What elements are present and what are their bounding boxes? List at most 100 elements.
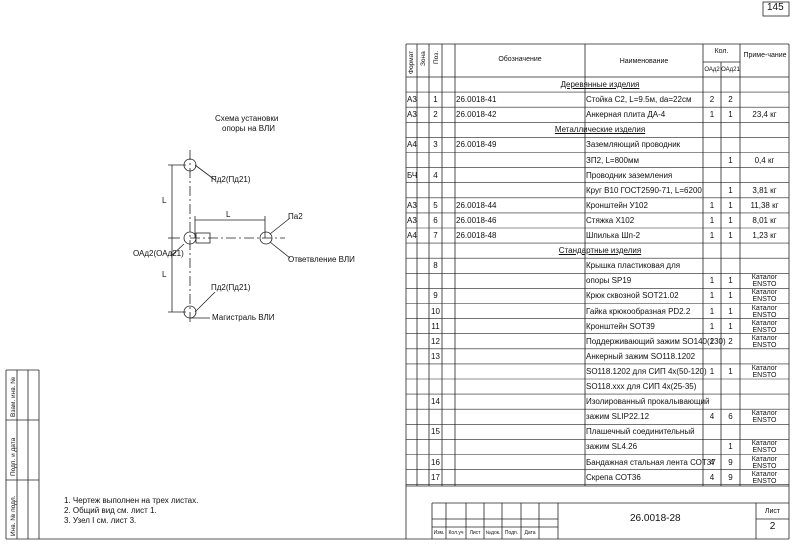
section-heading: Деревянные изделия	[560, 80, 640, 89]
cell-pos: 4	[433, 170, 438, 180]
header-note: Приме-чание	[743, 52, 787, 59]
cell-name: зажим SL4.26	[586, 442, 638, 452]
cell-qty-a: 2	[709, 336, 715, 346]
cell-qty-a: 1	[709, 110, 715, 120]
note-3: 3. Узел I см. лист 3.	[64, 516, 137, 525]
cell-note: Каталог ENSTO	[751, 304, 778, 319]
cell-format: A3	[407, 215, 417, 225]
cell-qty-a: 1	[709, 291, 715, 301]
cell-format: A3	[407, 110, 417, 120]
cell-qty-b: 1	[728, 200, 733, 210]
tb-col-list: Лист	[469, 530, 481, 536]
cell-pos: 16	[431, 457, 440, 467]
cell-name: Крышка пластиковая для	[586, 261, 681, 271]
cell-note: 8,01 кг	[752, 215, 777, 225]
section-heading: Металлические изделия	[554, 125, 646, 135]
tb-col-doc: №док.	[485, 530, 501, 536]
cell-pos: 9	[433, 291, 438, 301]
cell-note: 3,81 кг	[752, 185, 777, 195]
header-zone: Зона	[420, 51, 427, 66]
label-l-vertical-top: L	[162, 196, 167, 205]
cell-pos: 1	[433, 95, 438, 105]
cell-pos: 6	[433, 215, 438, 225]
cell-qty-b: 1	[728, 215, 733, 225]
cell-designation: 26.0018-44	[456, 200, 497, 210]
cell-pos: 8	[433, 261, 438, 271]
cell-note: Каталог ENSTO	[751, 364, 778, 379]
label-branch: Ответвление ВЛИ	[288, 255, 355, 264]
cell-qty-b: 1	[728, 185, 733, 195]
cell-qty-a: 4	[709, 412, 715, 422]
header-qty-a: ОАд2	[704, 67, 720, 73]
cell-name: Бандажная стальная лента СОТ37	[586, 457, 716, 467]
cell-name: ЗП2, L=800мм	[586, 155, 639, 165]
header-qty: Кол.	[714, 48, 729, 55]
stamp-replace-inv: Взам. инв. №	[10, 376, 17, 417]
cell-format: A4	[407, 231, 417, 240]
cell-name: SO118.1202 для СИП 4х(50-120)	[586, 366, 707, 376]
cell-format: A3	[407, 95, 417, 105]
cell-note: Каталог ENSTO	[751, 410, 778, 425]
schema-title-line1: Схема установки	[215, 114, 279, 123]
tb-col-kol: Кол.уч	[448, 530, 464, 536]
cell-qty-b: 1	[728, 366, 733, 376]
cell-pos: 10	[431, 306, 440, 316]
cell-name: Анкерная плита ДА-4	[586, 110, 666, 120]
cell-qty-a: 4	[709, 457, 715, 467]
cell-qty-a: 1	[709, 231, 715, 240]
cell-qty-b: 1	[728, 276, 733, 286]
cell-note: 11,38 кг	[750, 200, 779, 210]
header-designation: Обозначение	[498, 56, 542, 63]
cell-qty-b: 1	[728, 155, 733, 165]
label-mainline: Магистраль ВЛИ	[212, 313, 275, 322]
cell-name: Анкерный зажим SO118.1202	[586, 351, 696, 361]
cell-note: Каталог ENSTO	[751, 289, 778, 304]
cell-qty-b: 1	[728, 231, 733, 240]
note-1: 1. Чертеж выполнен на трех листах.	[64, 496, 199, 505]
header-qty-b: ОАд21	[721, 67, 740, 73]
cell-qty-b: 6	[728, 412, 733, 422]
label-pd-bottom: Пд2(Пд21)	[211, 283, 251, 292]
cell-name: Крюк сквозной SOT21.02	[586, 291, 679, 301]
cell-name: Стойка С2, L=9.5м, da=22см	[586, 95, 692, 105]
cell-note: Каталог ENSTO	[751, 470, 778, 485]
sheet-number: 2	[769, 521, 776, 532]
cell-name: Плашечный соединительный	[586, 427, 695, 437]
header-name: Наименование	[619, 58, 669, 65]
cell-qty-b: 1	[728, 442, 733, 452]
cell-note: Каталог ENSTO	[751, 455, 778, 470]
cell-name: Поддерживающий зажим SO140(130)	[586, 336, 726, 346]
cell-note: Каталог ENSTO	[751, 440, 778, 455]
cell-qty-a: 1	[709, 276, 715, 286]
cell-designation: 26.0018-41	[456, 95, 497, 105]
cell-qty-b: 1	[728, 306, 733, 316]
cell-note: 1,23 кг	[752, 231, 777, 240]
cell-qty-b: 1	[728, 321, 733, 331]
cell-qty-b: 9	[728, 472, 733, 482]
cell-qty-b: 1	[728, 110, 733, 120]
cell-designation: 26.0018-49	[456, 140, 497, 150]
cell-name: зажим SLIP22.12	[586, 412, 650, 422]
cell-designation: 26.0018-48	[456, 231, 497, 240]
cell-format: A4	[407, 140, 417, 150]
cell-note: Каталог ENSTO	[751, 274, 778, 289]
cell-note: Каталог ENSTO	[751, 319, 778, 334]
page-number: 145	[767, 2, 784, 13]
tb-col-izm: Изм.	[433, 530, 445, 536]
cell-name: Гайка крюкообразная PD2.2	[586, 306, 691, 316]
cell-note: 23,4 кг	[752, 110, 777, 120]
cell-pos: 17	[431, 472, 440, 482]
cell-name: Круг В10 ГОСТ2590-71, L=6200	[586, 185, 702, 195]
cell-qty-a: 1	[709, 215, 715, 225]
header-pos: Поз.	[433, 51, 440, 64]
cell-qty-a: 1	[709, 306, 715, 316]
stamp-sign-date: Подп. и дата	[10, 437, 17, 476]
cell-name: Кронштейн SOT39	[586, 321, 655, 331]
cell-name: Стяжка Х102	[586, 215, 635, 225]
support-schema	[168, 150, 291, 322]
cell-note: 0,4 кг	[754, 155, 775, 165]
cell-qty-a: 1	[709, 200, 715, 210]
tb-col-date: Дата	[524, 530, 536, 536]
cell-qty-b: 1	[728, 291, 733, 301]
